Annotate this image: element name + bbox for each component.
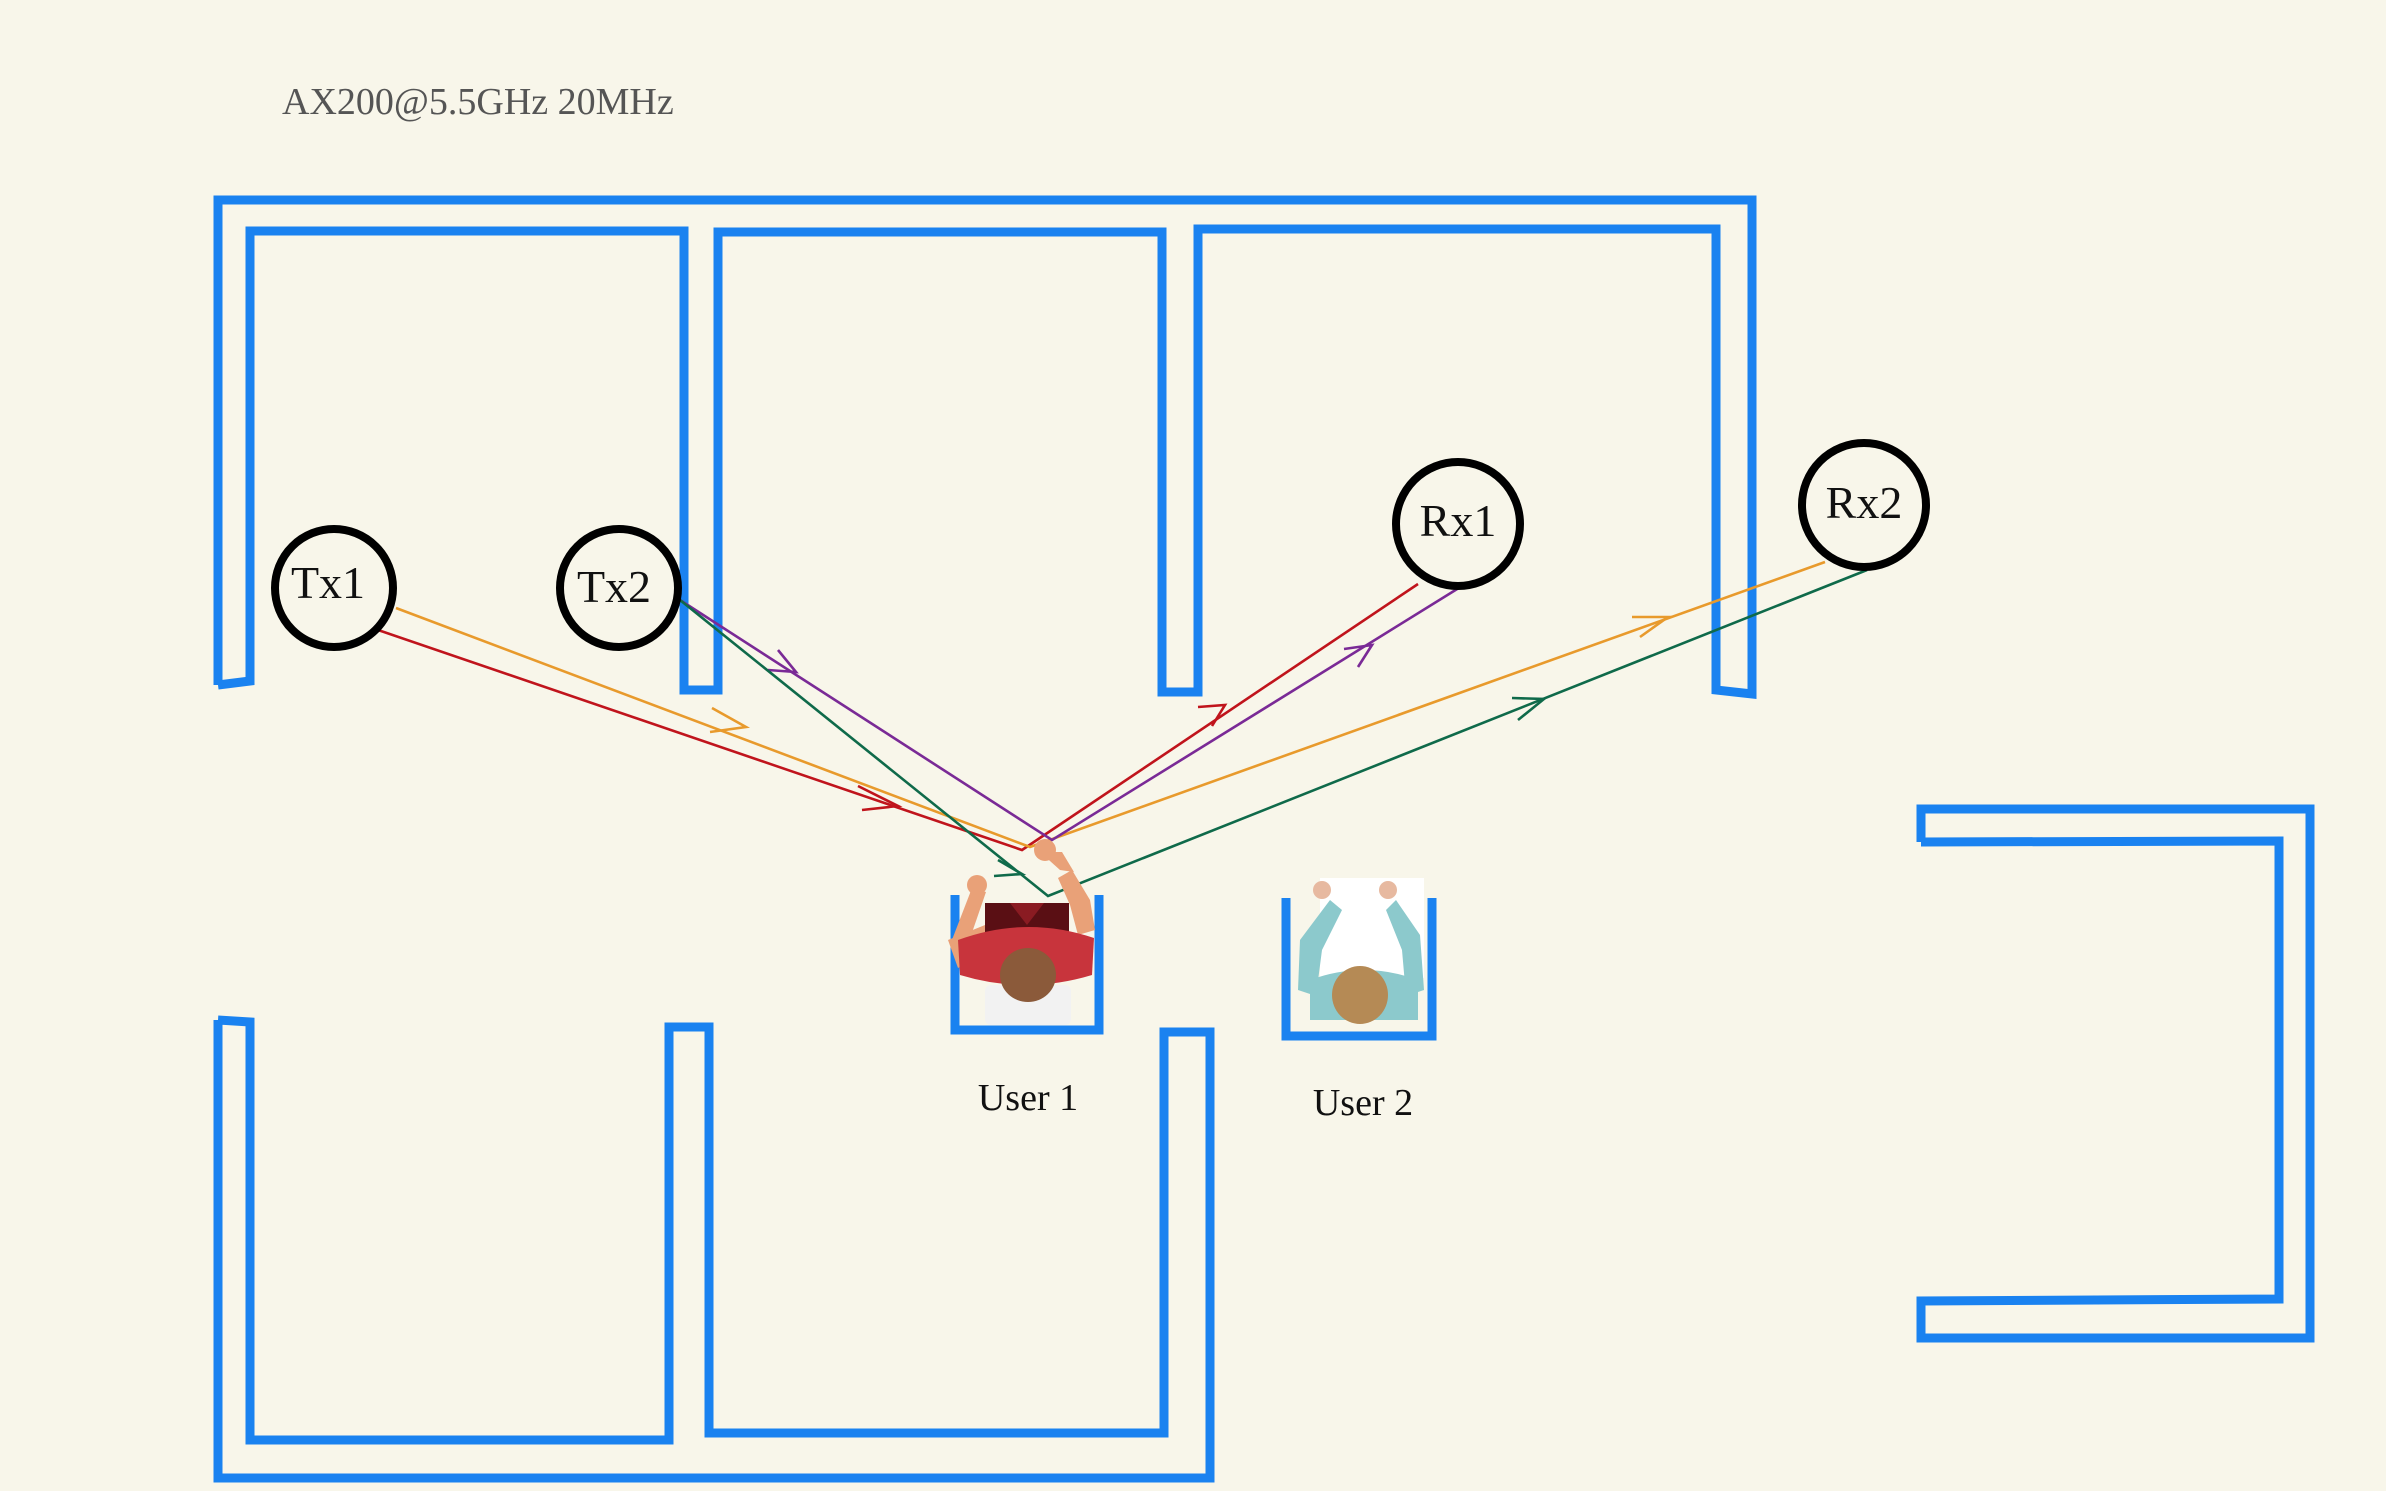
node-rx2: Rx2 — [1798, 439, 1930, 571]
user1-hand-right-finger — [1040, 852, 1074, 872]
arrow-head — [857, 784, 903, 812]
arrow-head — [1511, 696, 1548, 722]
nodes: Tx1 Tx2 Rx1 Rx2 — [271, 439, 1930, 651]
user1-figure — [948, 839, 1095, 1025]
path-tx2-rx2 — [679, 568, 1868, 898]
user2-head — [1332, 966, 1388, 1024]
node-label: Tx1 — [291, 557, 365, 608]
walls — [213, 195, 2315, 1483]
user2-arm-left — [1298, 900, 1342, 996]
user1-forearm-right — [1058, 870, 1095, 935]
user1-label: User 1 — [978, 1077, 1078, 1119]
user2-hand-left — [1313, 881, 1331, 899]
node-tx1: Tx1 — [271, 525, 397, 651]
user2-figure — [1298, 878, 1424, 1024]
wall-right-room — [1916, 804, 2315, 1343]
node-ring — [1392, 458, 1524, 590]
arrow-head — [1197, 703, 1228, 727]
node-label: Rx1 — [1420, 495, 1497, 546]
node-tx2: Tx2 — [556, 525, 682, 651]
node-label: Rx2 — [1826, 477, 1903, 528]
user1-chair — [985, 985, 1071, 1025]
arrow-head — [767, 649, 799, 674]
path-tx2-rx1 — [679, 584, 1463, 842]
node-ring — [556, 525, 682, 651]
user1-laptop-cut — [1010, 903, 1044, 925]
user2-label: User 2 — [1313, 1082, 1413, 1124]
user2-hand-right — [1379, 881, 1397, 899]
user2-arm-right — [1386, 900, 1424, 996]
ray — [377, 582, 1419, 852]
ray — [395, 560, 1826, 849]
user1-head — [1000, 948, 1056, 1002]
ray — [679, 568, 1868, 898]
seat-user2 — [1281, 898, 1437, 1041]
wall-bottom-left — [213, 1015, 1215, 1483]
signal-paths — [377, 560, 1868, 898]
arrow-head — [1632, 615, 1673, 639]
path-tx1-rx2 — [395, 560, 1826, 849]
wall-top-outer — [213, 195, 1757, 700]
config-label: AX200@5.5GHz 20MHz — [282, 81, 674, 123]
node-ring — [271, 525, 397, 651]
seat-user1 — [950, 895, 1104, 1035]
node-rx1: Rx1 — [1392, 458, 1524, 590]
user1-forearm-left — [950, 888, 986, 950]
arrow-head — [1343, 643, 1375, 668]
arrow-head — [993, 858, 1027, 878]
ray — [679, 584, 1463, 842]
path-tx1-rx1 — [377, 582, 1419, 852]
node-ring — [1798, 439, 1930, 571]
arrow-head — [709, 706, 751, 734]
node-label: Tx2 — [577, 561, 651, 612]
